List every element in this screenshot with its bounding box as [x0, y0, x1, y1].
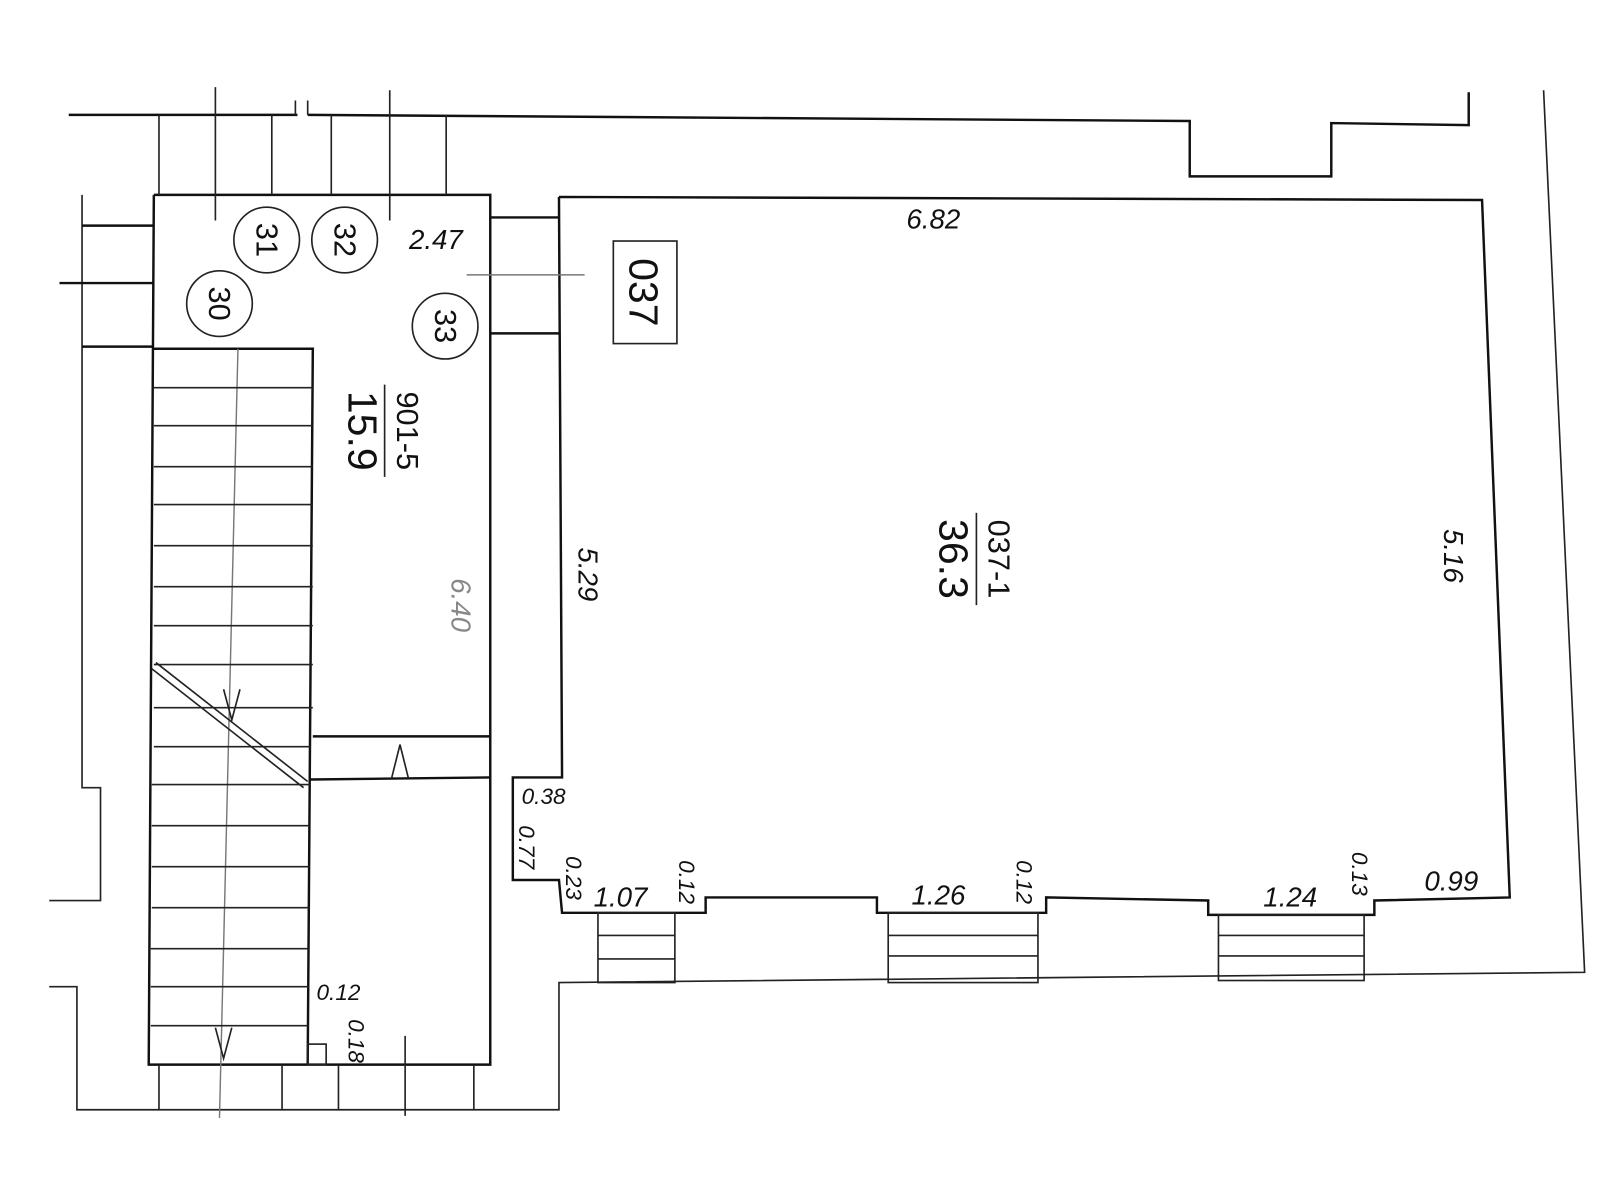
main-room-code: 037-1 [982, 520, 1017, 599]
svg-text:0.13: 0.13 [1347, 852, 1372, 896]
circle-label-31: 31 [233, 206, 301, 274]
stair-room-walls [59, 87, 492, 1116]
staircase [150, 347, 491, 1118]
stair-room-area: 15.9 [340, 391, 386, 471]
circle-label-33: 33 [411, 292, 479, 360]
svg-text:1.26: 1.26 [912, 880, 966, 911]
svg-text:0.38: 0.38 [522, 784, 566, 809]
svg-text:0.18: 0.18 [344, 1019, 369, 1063]
svg-text:0.23: 0.23 [561, 856, 586, 900]
circle-label-32: 32 [310, 206, 379, 274]
svg-text:0.12: 0.12 [674, 860, 699, 904]
main-room-area: 36.3 [930, 519, 976, 599]
svg-text:5.29: 5.29 [572, 547, 603, 601]
svg-text:32: 32 [327, 223, 362, 257]
svg-text:0.12: 0.12 [317, 980, 361, 1005]
svg-text:5.16: 5.16 [1438, 529, 1469, 583]
svg-text:6.82: 6.82 [906, 204, 960, 235]
outer-walls [49, 90, 1586, 1111]
svg-text:1.07: 1.07 [594, 882, 649, 913]
main-room-label: 037-1 36.3 [930, 512, 1017, 606]
svg-text:30: 30 [202, 286, 237, 320]
main-room-walls [466, 195, 1512, 917]
svg-text:0.99: 0.99 [1424, 865, 1478, 896]
svg-text:31: 31 [249, 223, 284, 257]
windows [597, 911, 1365, 984]
arrow-down-icon [214, 1027, 233, 1062]
svg-text:0.77: 0.77 [514, 825, 539, 870]
svg-text:6.40: 6.40 [445, 578, 476, 632]
svg-text:2.47: 2.47 [408, 224, 464, 255]
circle-label-30: 30 [185, 269, 254, 338]
arrow-up-icon [390, 744, 410, 778]
stair-room-code: 901-5 [390, 391, 425, 470]
stair-room-label: 901-5 15.9 [340, 384, 425, 477]
svg-text:0.12: 0.12 [1011, 860, 1036, 904]
svg-text:037: 037 [621, 258, 667, 326]
room-tag: 037 [612, 240, 678, 345]
dimensions: 2.47 6.82 5.29 6.40 5.16 0.38 0.77 0.23 … [317, 204, 1479, 1064]
svg-text:33: 33 [428, 309, 463, 343]
arrow-down-icon [222, 689, 241, 724]
svg-text:1.24: 1.24 [1263, 882, 1317, 913]
